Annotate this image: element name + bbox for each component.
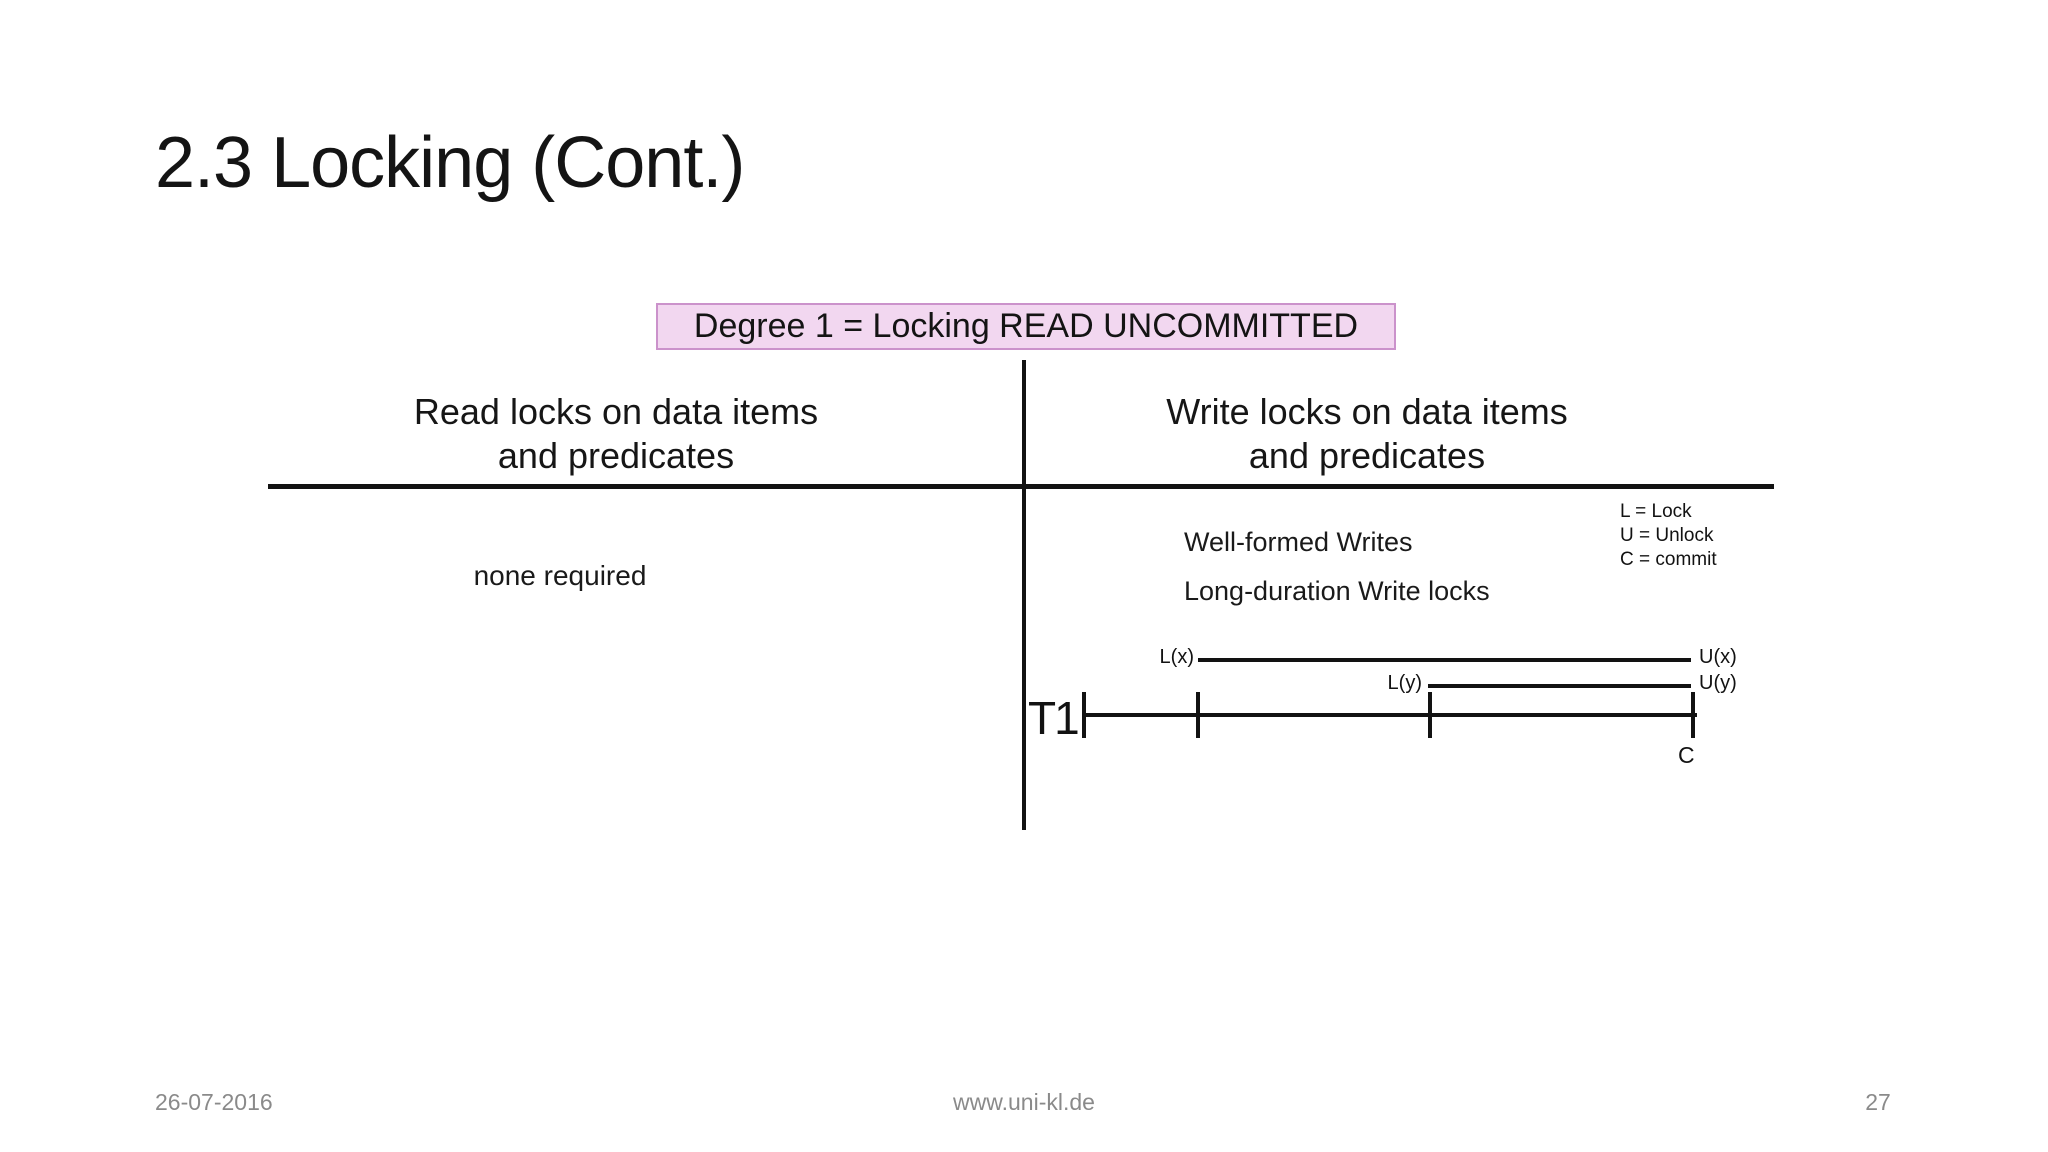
well-formed-writes-text: Well-formed Writes	[1184, 527, 1413, 557]
col-divider-vertical	[1022, 360, 1026, 830]
timeline-tick-start	[1082, 692, 1086, 738]
header-divider-horizontal	[268, 484, 1774, 489]
timeline-axis	[1082, 713, 1697, 717]
lock-x-span	[1198, 658, 1691, 662]
timeline-tick-commit	[1691, 692, 1695, 738]
footer-url: www.uni-kl.de	[953, 1089, 1095, 1115]
timeline-tick-write-x	[1196, 692, 1200, 738]
footer-date: 26-07-2016	[155, 1089, 273, 1115]
write-locks-header: Write locks on data items and predicates	[1166, 391, 1568, 476]
commit-label: C	[1678, 742, 1695, 768]
lock-legend: L = Lock U = Unlock C = commit	[1620, 500, 1717, 572]
unlock-x-label: U(x)	[1699, 646, 1737, 668]
legend-line-commit: C = commit	[1620, 549, 1717, 570]
footer-page-number: 27	[1865, 1089, 1891, 1115]
transaction-label: T1	[1028, 692, 1080, 744]
lock-y-span	[1428, 684, 1691, 688]
timeline-tick-write-y	[1428, 692, 1432, 738]
long-duration-write-locks-text: Long-duration Write locks	[1184, 576, 1490, 606]
lock-y-label: L(y)	[1387, 672, 1422, 694]
degree-banner: Degree 1 = Locking READ UNCOMMITTED	[656, 303, 1396, 350]
legend-line-unlock: U = Unlock	[1620, 525, 1714, 546]
legend-line-lock: L = Lock	[1620, 501, 1692, 522]
lock-x-label: L(x)	[1159, 646, 1194, 668]
read-locks-header: Read locks on data items and predicates	[413, 391, 819, 476]
none-required-text: none required	[473, 560, 647, 591]
slide-title: 2.3 Locking (Cont.)	[155, 123, 745, 203]
unlock-y-label: U(y)	[1699, 672, 1737, 694]
